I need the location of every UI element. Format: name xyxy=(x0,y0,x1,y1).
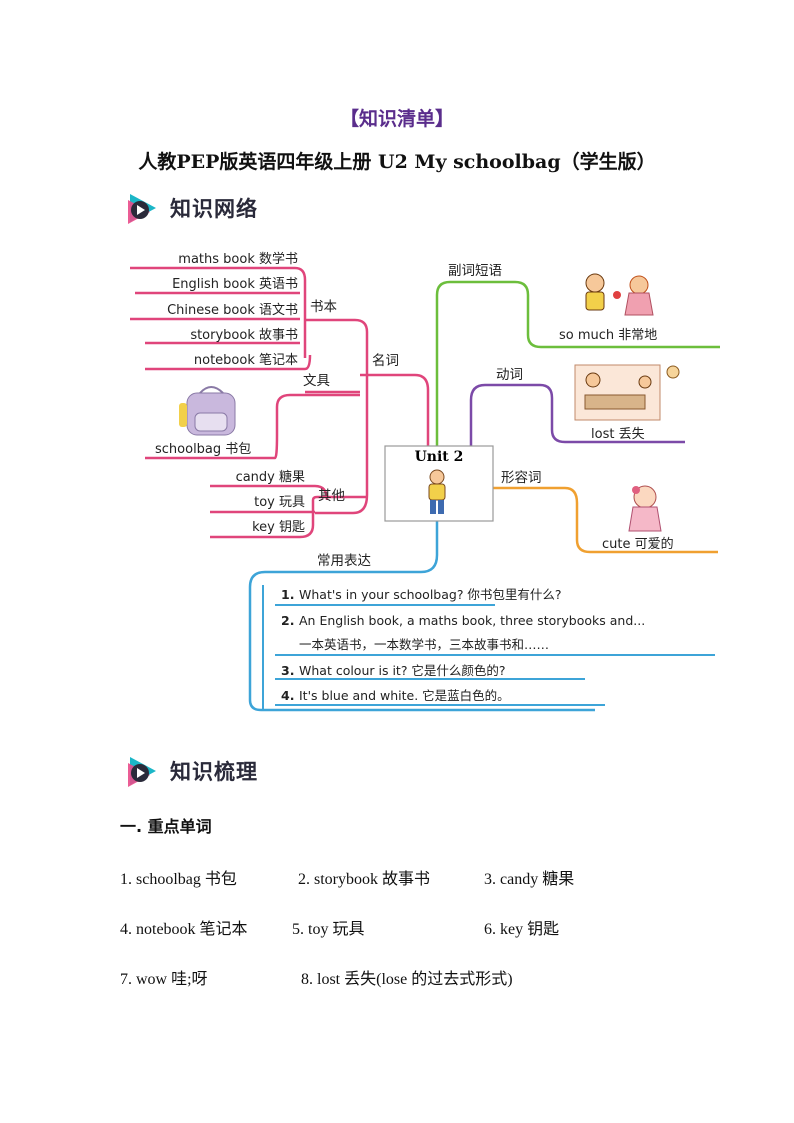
vocab-item-7: 7. wow 哇;呀 xyxy=(120,971,208,988)
leaf-book-3: Chinese book 语文书 xyxy=(167,303,298,318)
branch-adverb: 副词短语 xyxy=(448,263,502,279)
noun-branch-lines xyxy=(130,266,430,539)
section-header-network: 知识网络 xyxy=(122,186,258,230)
branch-other: 其他 xyxy=(318,488,345,504)
vocab-item-8: 8. lost 丢失(lose 的过去式形式) xyxy=(301,971,513,988)
sentence-1-num: 1. xyxy=(281,587,294,602)
boy-illustration xyxy=(428,469,446,514)
branch-verb: 动词 xyxy=(496,367,523,383)
schoolbag-illustration xyxy=(179,386,236,436)
leaf-book-2: English book 英语书 xyxy=(172,277,298,292)
vocab-item-6: 6. key 钥匙 xyxy=(484,921,560,938)
leaf-book-4: storybook 故事书 xyxy=(190,328,298,343)
so-much-illustration xyxy=(585,273,654,316)
expressions-sublines xyxy=(262,585,715,710)
leaf-so-much: so much 非常地 xyxy=(559,328,657,343)
branch-expressions: 常用表达 xyxy=(317,553,371,569)
leaf-other-1: candy 糖果 xyxy=(236,469,305,485)
leaf-other-3: key 钥匙 xyxy=(252,520,305,535)
leaf-book-5: notebook 笔记本 xyxy=(194,352,298,368)
vocab-item-4: 4. notebook 笔记本 xyxy=(120,921,248,938)
branch-stationery: 文具 xyxy=(303,373,330,389)
sentence-4-num: 4. xyxy=(281,688,294,703)
branch-adjective: 形容词 xyxy=(501,469,542,486)
key-words-heading: 一. 重点单词 xyxy=(120,817,212,836)
sentence-1-text: What's in your schoolbag? 你书包里有什么? xyxy=(299,587,562,602)
vocab-item-5: 5. toy 玩具 xyxy=(292,921,365,938)
page-tag: 【知识清单】 xyxy=(339,108,454,130)
vocab-item-1: 1. schoolbag 书包 xyxy=(120,871,237,888)
adverb-branch-line xyxy=(435,280,720,450)
leaf-lost: lost 丢失 xyxy=(591,427,645,442)
adjective-branch-line xyxy=(493,486,718,554)
mind-map: Unit 2 名词 书本 文具 其他 副词短语 动词 形容词 常用表达 math… xyxy=(130,251,720,712)
branch-book: 书本 xyxy=(310,299,337,315)
page-title: 人教PEP版英语四年级上册 U2 My schoolbag（学生版） xyxy=(138,151,656,173)
section-header-review: 知识梳理 xyxy=(122,749,258,793)
vocab-item-3: 3. candy 糖果 xyxy=(484,871,575,888)
leaf-other-2: toy 玩具 xyxy=(254,495,305,510)
leaf-book-1: maths book 数学书 xyxy=(178,251,298,267)
section-title-review: 知识梳理 xyxy=(170,760,258,784)
sentence-2-text: An English book, a maths book, three sto… xyxy=(299,613,645,628)
branch-noun: 名词 xyxy=(372,353,399,369)
leaf-schoolbag: schoolbag 书包 xyxy=(155,442,251,457)
section-title-network: 知识网络 xyxy=(170,197,258,221)
play-logo-icon xyxy=(128,194,156,224)
sentence-4-text: It's blue and white. 它是蓝白色的。 xyxy=(299,688,510,703)
leaf-cute: cute 可爱的 xyxy=(602,536,674,552)
lost-illustration xyxy=(574,364,680,421)
sentence-2-num: 2. xyxy=(281,613,294,628)
cute-illustration xyxy=(628,485,662,532)
expressions-branch-line xyxy=(248,521,595,712)
sentence-2b-text: 一本英语书，一本数学书，三本故事书和…… xyxy=(299,637,549,652)
play-logo-icon xyxy=(128,757,156,787)
sentence-3-num: 3. xyxy=(281,663,294,678)
center-label: Unit 2 xyxy=(415,449,464,465)
verb-branch-line xyxy=(469,383,685,450)
vocab-item-2: 2. storybook 故事书 xyxy=(298,871,431,888)
sentence-3-text: What colour is it? 它是什么颜色的? xyxy=(299,663,506,678)
